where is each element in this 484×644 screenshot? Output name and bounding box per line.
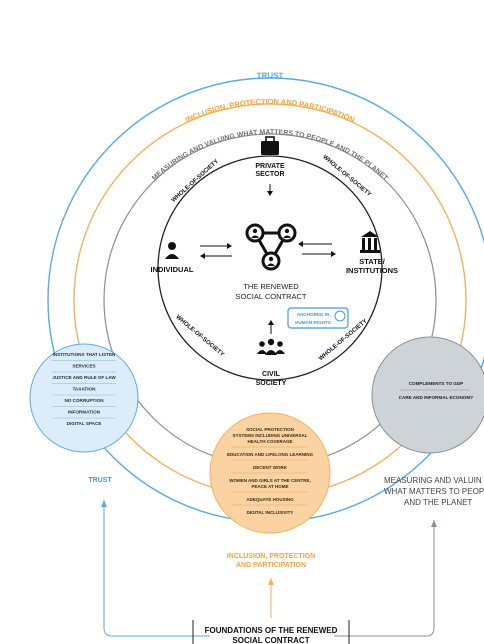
inclusion-item: EDUCATION AND LIFELONG LEARNING [227, 452, 313, 457]
briefcase-icon [261, 136, 279, 155]
inclusion-item: WOMEN AND GIRLS AT THE CENTRE, [229, 478, 311, 483]
trust-item: NO CORRUPTION [64, 398, 104, 403]
civil-society-node: CIVIL SOCIETY [256, 338, 287, 387]
trust-circle: INSTITUTIONS THAT LISTEN SERVICES JUSTICE … [29, 343, 139, 484]
trust-item: INSTITUTIONS THAT LISTEN [53, 352, 116, 357]
person-icon [165, 242, 179, 259]
foundations-box: FOUNDATIONS OF THE RENEWED SOCIAL CONTRA… [192, 620, 350, 644]
private-sector-node: PRIVATE SECTOR [255, 136, 285, 196]
inclusion-caption-2: AND PARTICIPATION [236, 562, 306, 569]
measuring-caption-1: MEASURING AND VALUIN [384, 476, 482, 485]
measuring-item: CARE AND INFORMAL ECONOMY [399, 395, 474, 400]
state-institutions-node: STATE/ INSTITUTIONS [346, 231, 398, 275]
trust-item: TAXATION [73, 387, 96, 392]
trust-item: JUSTICE AND RULE OF LAW [52, 375, 116, 380]
foundations-label-1: FOUNDATIONS OF THE RENEWED [205, 626, 338, 635]
inclusion-item: ADEQUATE HOUSING [246, 497, 294, 502]
trust-item: DIGITAL SPACE [67, 421, 102, 426]
contract-label-2: SOCIAL CONTRACT [236, 292, 307, 301]
human-rights-badge: ANCHORED IN HUMAN RIGHTS [287, 307, 349, 329]
left-arrows [200, 243, 232, 259]
badge-line-1: ANCHORED IN [297, 312, 330, 317]
state-label-1: STATE/ [359, 257, 385, 266]
private-sector-label-2: SECTOR [255, 171, 284, 178]
state-label-2: INSTITUTIONS [346, 266, 398, 275]
building-icon [360, 231, 380, 253]
measuring-caption-3: AND THE PLANET [404, 498, 472, 507]
trust-item: SERVICES [72, 364, 95, 369]
network-triangle-icon [245, 223, 297, 271]
right-arrows [298, 241, 336, 257]
civil-society-label-2: SOCIETY [256, 380, 287, 387]
measuring-caption-2: WHAT MATTERS TO PEOP [384, 487, 484, 496]
trust-caption: TRUST [88, 477, 112, 484]
foundation-connectors [101, 500, 437, 637]
inclusion-item: SOCIAL PROTECTION [246, 427, 294, 432]
whole-of-society-ring [157, 155, 383, 381]
badge-line-2: HUMAN RIGHTS [295, 320, 331, 325]
individual-node: INDIVIDUAL [151, 242, 194, 274]
civil-society-label-1: CIVIL [262, 371, 281, 378]
foundations-label-2: SOCIAL CONTRACT [232, 636, 309, 644]
private-sector-label-1: PRIVATE [255, 163, 285, 170]
measuring-item: COMPLEMENTS TO GDP [409, 381, 464, 386]
inclusion-arc-label: INCLUSION, PROTECTION AND PARTICIPATION [184, 97, 356, 124]
group-icon [257, 338, 285, 355]
inclusion-item: PEACE AT HOME [251, 484, 288, 489]
globe-icon [334, 310, 346, 322]
contract-label-1: THE RENEWED [243, 282, 299, 291]
measuring-circle: COMPLEMENTS TO GDP CARE AND INFORMAL ECON… [371, 336, 484, 507]
inclusion-caption-1: INCLUSION, PROTECTION [227, 553, 315, 560]
trust-item: INFORMATION [68, 410, 101, 415]
inclusion-item: SYSTEMS INCLUDING UNIVERSAL [232, 433, 307, 438]
wos-label-top-left: WHOLE-OF-SOCIETY [171, 159, 220, 204]
inclusion-item: DIGITAL INCLUSIVITY [247, 510, 294, 515]
trust-arc-label: TRUST [256, 71, 283, 80]
inclusion-item: HEALTH COVERAGE [248, 439, 293, 444]
individual-label: INDIVIDUAL [151, 265, 194, 274]
inclusion-item: DECENT WORK [253, 465, 288, 470]
